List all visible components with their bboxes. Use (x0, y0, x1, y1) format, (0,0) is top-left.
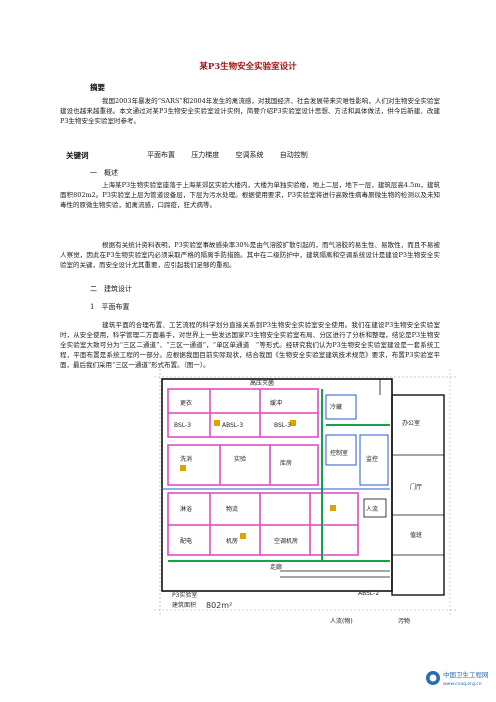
logo-icon: 中国卫生工程网 www.cnaq.org.cn (426, 670, 489, 687)
room-labels: 高压灭菌 更衣 BSL-3 ABSL-3 BSL-3 缓冲 洗消 实验 库房 冷… (174, 379, 422, 625)
room-label: 门厅 (410, 483, 422, 491)
logo-url: www.cnaq.org.cn (443, 681, 482, 687)
section1-para2-text: 根据有关统计资料表明，P3实验室事故感染率30%是由气溶胶扩散引起的，而气溶胶的… (60, 241, 440, 269)
keyword-item: 空调系统 (235, 151, 264, 159)
logo-text: 中国卫生工程网 (443, 670, 489, 679)
room-label: 淋浴 (180, 505, 192, 513)
room-label: 监控 (366, 455, 378, 463)
room-label: 高压灭菌 (250, 379, 274, 387)
axis-label: ABSL-2 (358, 590, 379, 597)
room-label: 更衣 (180, 399, 192, 407)
axis-label: 人流(物) (330, 617, 353, 625)
axis-label: 污物 (398, 617, 410, 625)
office-wing-wall (391, 394, 445, 596)
abstract-text: 我国2003年暴发的“SARS”和2004年发生的禽流感，对我国经济、社会发展带… (60, 96, 440, 126)
keywords-list: 平面布置 压力梯度 空调系统 自动控制 (147, 150, 322, 160)
site-logo: 中国卫生工程网 www.cnaq.org.cn (425, 667, 491, 689)
room-label: 实验 (234, 455, 246, 463)
room-label: 办公室 (402, 419, 420, 427)
grid-lines (154, 369, 456, 615)
floor-plan-figure: 高压灭菌 更衣 BSL-3 ABSL-3 BSL-3 缓冲 洗消 实验 库房 冷… (150, 365, 460, 685)
room-label: 控制室 (330, 449, 348, 457)
pink-zone (167, 388, 359, 556)
room-label: 库房 (280, 459, 292, 467)
blue-airlocks (162, 394, 390, 490)
room-label: 人流 (366, 505, 378, 513)
section1-para1-text: 上海某P3生物实验室座落于上海某郊区实验大楼内，大楼为单独实验楼，地上二层，地下… (60, 181, 440, 209)
room-label: 冷藏 (330, 403, 342, 411)
room-label: 缓冲 (270, 399, 282, 407)
section2-para1-text: 建筑平面的合理布置、工艺流程的科学划分直接关系到P3生物安全实验室安全使用。我们… (60, 321, 440, 369)
section1-para2: 根据有关统计资料表明，P3实验室事故感染率30%是由气溶胶扩散引起的，而气溶胶的… (60, 240, 440, 270)
floor-plan-drawing: 高压灭菌 更衣 BSL-3 ABSL-3 BSL-3 缓冲 洗消 实验 库房 冷… (154, 369, 456, 625)
keyword-item: 平面布置 (147, 151, 175, 159)
keyword-item: 压力梯度 (191, 151, 220, 159)
section2-subheading: 1 平面布置 (90, 303, 130, 311)
wall-details (280, 379, 444, 578)
room-label: BSL-3 (274, 422, 291, 429)
room-label: 配电 (180, 537, 192, 545)
section1-heading: 一 概述 (90, 169, 118, 177)
area-caption: P3实验室 建筑面积 802m² (172, 591, 232, 610)
abstract-heading: 摘要 (90, 83, 105, 92)
section1-para1: 上海某P3生物实验室座落于上海某郊区实验大楼内，大楼为单独实验楼，地上二层，地下… (60, 180, 440, 210)
orange-equipment (180, 420, 336, 539)
section2-heading: 二 建筑设计 (90, 285, 132, 293)
room-label: 洗消 (180, 455, 192, 463)
room-label: ABSL-3 (222, 422, 243, 429)
keyword-item: 自动控制 (279, 151, 308, 159)
room-label: 空调机房 (274, 537, 298, 545)
green-corridor (168, 389, 390, 562)
section2-para1: 建筑平面的合理布置、工艺流程的科学划分直接关系到P3生物安全实验室安全使用。我们… (60, 320, 440, 370)
room-label: 走廊 (270, 563, 282, 571)
keywords-label: 关键词 (66, 151, 89, 160)
abstract-body: 我国2003年暴发的“SARS”和2004年发生的禽流感，对我国经济、社会发展带… (60, 97, 440, 125)
area-label: P3实验室 (172, 591, 197, 599)
area-value: 802m² (206, 601, 232, 610)
room-label: BSL-3 (174, 422, 191, 429)
room-label: 物流 (226, 505, 238, 513)
room-label: 机房 (226, 537, 238, 545)
room-label: 值班 (410, 531, 422, 539)
area-prefix: 建筑面积 (172, 601, 196, 609)
page-title: 某P3生物安全实验室设计 (199, 62, 297, 72)
